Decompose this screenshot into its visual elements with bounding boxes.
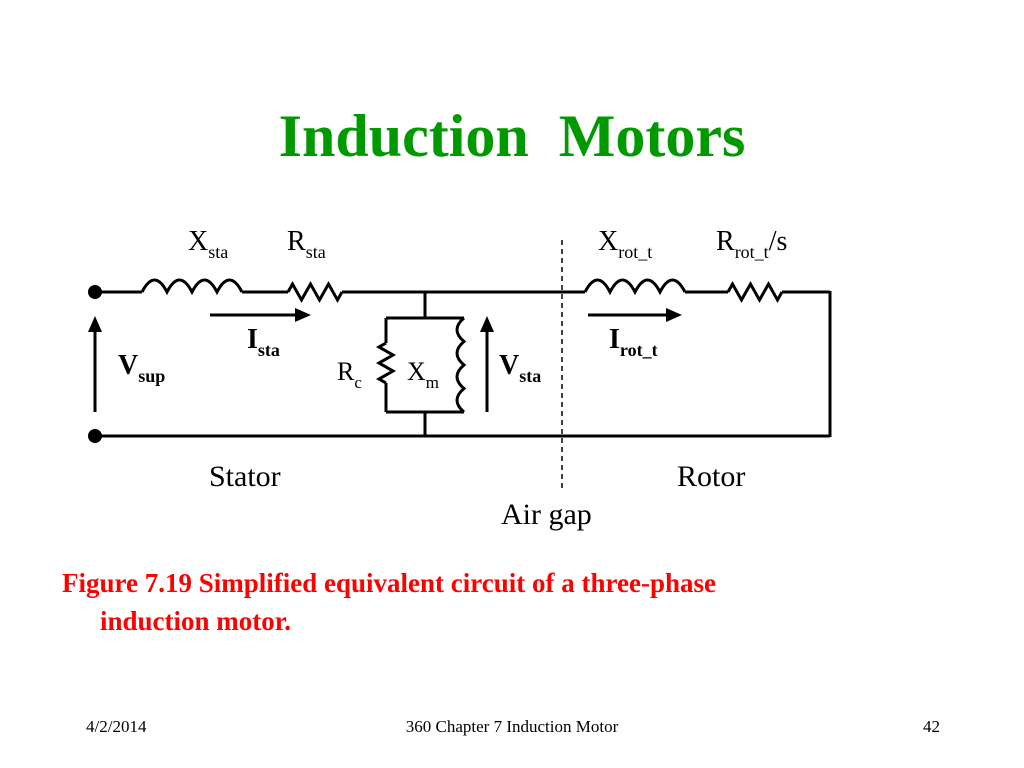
figure-caption: Figure 7.19 Simplified equivalent circui… <box>62 564 962 640</box>
core-loss-resistor <box>375 341 397 385</box>
ista-arrow-head <box>295 308 311 322</box>
label-rotor: Rotor <box>677 460 745 493</box>
stator-inductor <box>140 278 244 296</box>
stator-resistor <box>286 280 344 304</box>
caption-line-2: induction motor. <box>100 606 292 636</box>
label-x-sta: Xsta <box>188 226 228 262</box>
rotor-resistor <box>726 280 784 304</box>
footer-chapter: 360 Chapter 7 Induction Motor <box>405 717 619 736</box>
footer-page-number: 42 <box>923 717 940 736</box>
label-r-c: Rc <box>337 357 362 392</box>
vsta-arrow-head <box>480 316 494 332</box>
label-x-m: Xm <box>407 357 439 392</box>
vsup-arrow-head <box>88 316 102 332</box>
label-i-rot: Irot_t <box>609 324 658 360</box>
footer-date: 4/2/2014 <box>86 717 147 736</box>
magnetizing-inductor <box>455 316 467 414</box>
rotor-inductor <box>583 278 687 296</box>
caption-line-1: Figure 7.19 Simplified equivalent circui… <box>62 568 716 598</box>
label-v-sup: Vsup <box>118 350 165 386</box>
label-i-sta: Ista <box>247 324 280 360</box>
label-r-sta: Rsta <box>287 226 326 262</box>
label-stator: Stator <box>209 460 281 493</box>
label-air-gap: Air gap <box>501 498 592 531</box>
label-x-rot: Xrot_t <box>598 226 652 262</box>
label-r-rot: Rrot_t/s <box>716 226 787 262</box>
irot-arrow-head <box>666 308 682 322</box>
slide-title: Induction Motors <box>278 103 746 169</box>
label-v-sta: Vsta <box>499 350 541 386</box>
